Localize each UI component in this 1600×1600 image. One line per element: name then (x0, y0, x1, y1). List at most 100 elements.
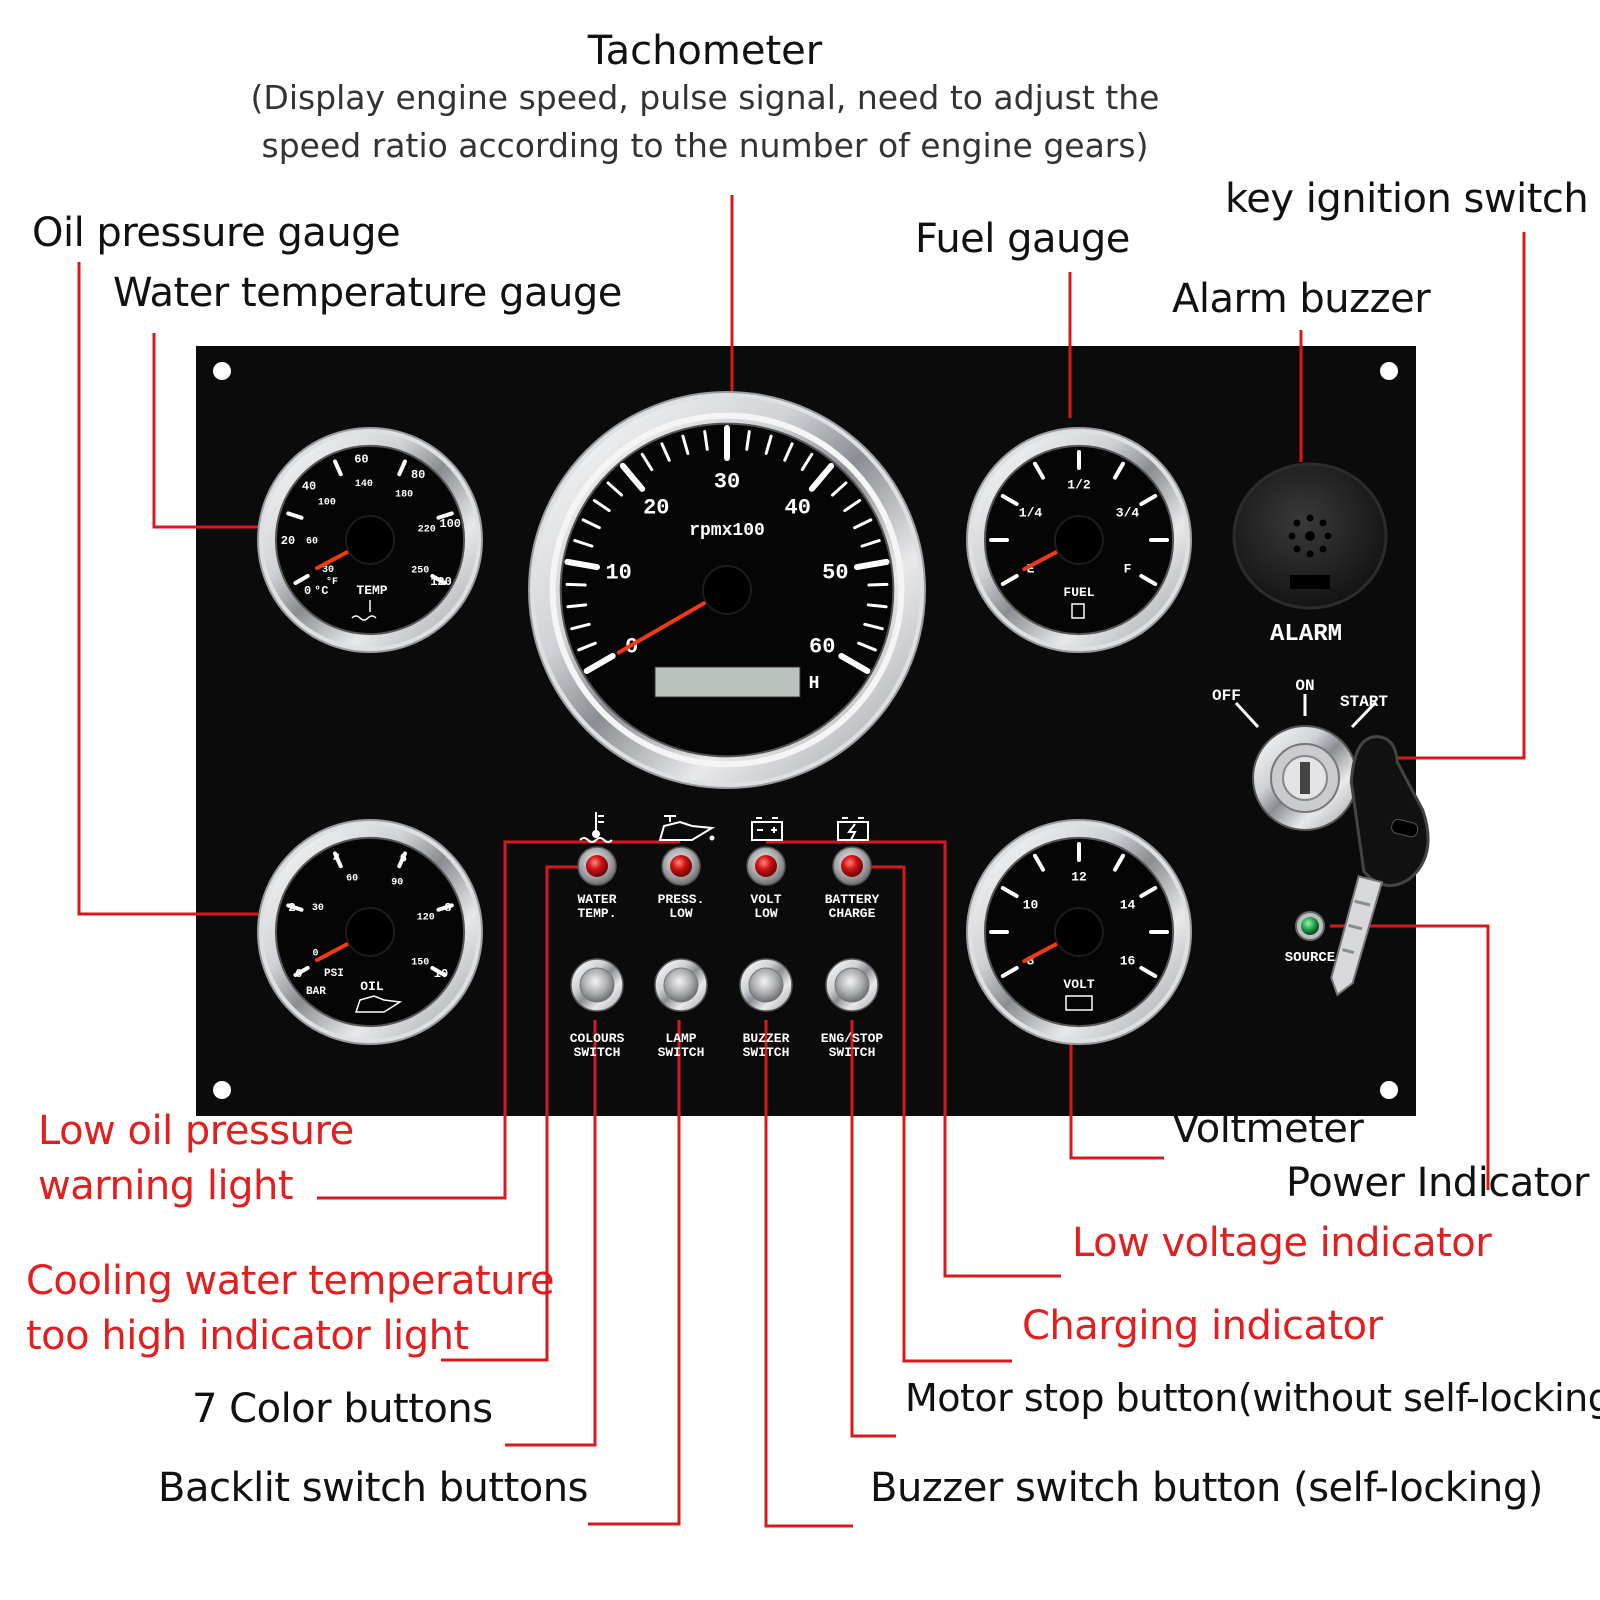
volt-gauge-tick-label: 10 (1023, 898, 1039, 913)
fuel-pump-icon (1071, 603, 1085, 619)
coolant-icon (351, 600, 377, 621)
battery-icon (751, 817, 783, 841)
temp-gauge-fahrenheit-label: 100 (318, 498, 336, 509)
temp-gauge-zero-c: 0 (304, 584, 311, 598)
indicator-label: VOLT (750, 892, 781, 907)
alarm-buzzer (1232, 462, 1388, 610)
gauge-hub (345, 515, 395, 565)
ignition-on-label: ON (1295, 677, 1314, 695)
tachometer-minor-tick (660, 442, 671, 462)
tachometer-major-tick (619, 462, 646, 492)
ignition-start-label: START (1340, 693, 1388, 711)
oil-gauge-bar-label: 6 (400, 851, 407, 865)
gauge-hub (1054, 907, 1104, 957)
tachometer-minor-tick (640, 452, 654, 472)
tachometer: 0102030405060rpmx100H (528, 391, 926, 789)
source-label: SOURCE (1285, 950, 1335, 966)
tachometer-minor-tick (800, 452, 814, 472)
volt-gauge-tick-label: 12 (1071, 870, 1087, 885)
temp-gauge: 20406080100120601001401802202500°C30°FTE… (257, 427, 483, 653)
tachometer-minor-tick (866, 603, 888, 609)
temp-gauge-tick (286, 511, 304, 520)
callout-backlit-switch-buttons: Backlit switch buttons (158, 1465, 588, 1511)
oil-gauge-bar-label: 10 (434, 967, 448, 981)
oil-gauge-psi-label: 0 (312, 948, 318, 959)
temp-gauge-tick (430, 574, 447, 585)
indicator-led (670, 855, 692, 877)
tachometer-ring (549, 412, 905, 768)
indicator-icons (579, 812, 869, 843)
leader-key-switch (1372, 232, 1526, 760)
tachometer-tick-label: 30 (714, 470, 740, 495)
fuel-gauge-tick (1000, 494, 1019, 506)
callout-power-indicator: Power Indicator (1286, 1160, 1589, 1206)
switch-button-cap (834, 967, 870, 1003)
callout-lines (77, 195, 1526, 1528)
tachometer-subtitle-2: speed ratio according to the number of e… (261, 126, 1149, 165)
switch-label: SWITCH (574, 1045, 621, 1060)
tachometer-minor-tick (764, 434, 773, 456)
switch-button-cap (748, 967, 784, 1003)
hour-meter-display (654, 666, 801, 698)
leader-water-temp (152, 333, 262, 529)
indicator-label: WATER (577, 892, 616, 907)
volt-gauge-tick-label: 16 (1120, 954, 1136, 969)
leader-cooling-water (441, 865, 590, 1362)
fuel-gauge-tick (1139, 494, 1158, 506)
callout-key-ignition-switch: key ignition switch (1225, 176, 1589, 222)
callout-water-temperature-gauge: Water temperature gauge (113, 270, 622, 316)
indicator-label: TEMP. (577, 906, 616, 921)
temp-gauge-label: TEMP (356, 583, 387, 598)
tachometer-tick-label: 10 (605, 561, 631, 586)
oil-can-icon (658, 815, 716, 841)
fuel-gauge-tick-label: F (1124, 562, 1132, 577)
callout-oil-pressure-gauge: Oil pressure gauge (32, 210, 401, 256)
tachometer-minor-tick (843, 499, 862, 513)
tachometer-major-tick (808, 462, 835, 492)
switch-label: SWITCH (743, 1045, 790, 1060)
temp-gauge-celsius-label: 120 (430, 575, 452, 589)
oil-gauge-tick (286, 903, 304, 912)
fuel-gauge-tick-label: 1/4 (1019, 506, 1043, 521)
oil-gauge-tick (397, 851, 407, 869)
oil-gauge-bar-label: 0 (295, 967, 302, 981)
water-temp-icon (579, 812, 613, 843)
temp-gauge-tick (293, 574, 310, 585)
mount-hole (1380, 362, 1398, 380)
temp-gauge-zero-f: 30 (322, 565, 334, 576)
tachometer-minor-tick (570, 622, 591, 631)
callout-charging-indicator: Charging indicator (1022, 1303, 1383, 1349)
oil-gauge-tick (333, 851, 343, 869)
mount-hole (213, 1081, 231, 1099)
indicator-led (841, 855, 863, 877)
tachometer-minor-tick (703, 430, 709, 451)
switch-label: SWITCH (829, 1045, 876, 1060)
tachometer-minor-tick (577, 641, 597, 652)
volt-gauge-label: VOLT (1063, 977, 1094, 992)
ignition-off-label: OFF (1212, 687, 1241, 705)
gauge-hub (1054, 515, 1104, 565)
oil-gauge-bar-label: 2 (288, 901, 295, 915)
callout-buzzer-switch-button: Buzzer switch button (self-locking) (870, 1465, 1543, 1511)
tachometer-major-tick (853, 558, 890, 571)
tachometer-minor-tick (853, 518, 873, 530)
oil-gauge-psi-label: 60 (346, 873, 358, 884)
tachometer-minor-tick (860, 539, 881, 548)
fuel-gauge-tick-label: E (1027, 562, 1035, 577)
tachometer-major-tick (583, 653, 616, 674)
tachometer-minor-tick (606, 481, 623, 497)
oil-gauge-psi-label: 90 (391, 877, 403, 888)
switch-label: ENG/STOP (821, 1031, 884, 1046)
temp-gauge-tick (436, 511, 454, 520)
volt-gauge-tick (1033, 853, 1045, 872)
hour-meter-label: H (809, 674, 820, 694)
switch-label: COLOURS (570, 1031, 625, 1046)
leader-7color (505, 1020, 597, 1447)
indicator-label: CHARGE (829, 906, 876, 921)
temp-gauge-fahrenheit-label: 220 (418, 524, 436, 535)
volt-gauge-tick (1000, 966, 1019, 978)
switch-label: SWITCH (658, 1045, 705, 1060)
temp-gauge-celsius-label: 40 (302, 479, 316, 493)
